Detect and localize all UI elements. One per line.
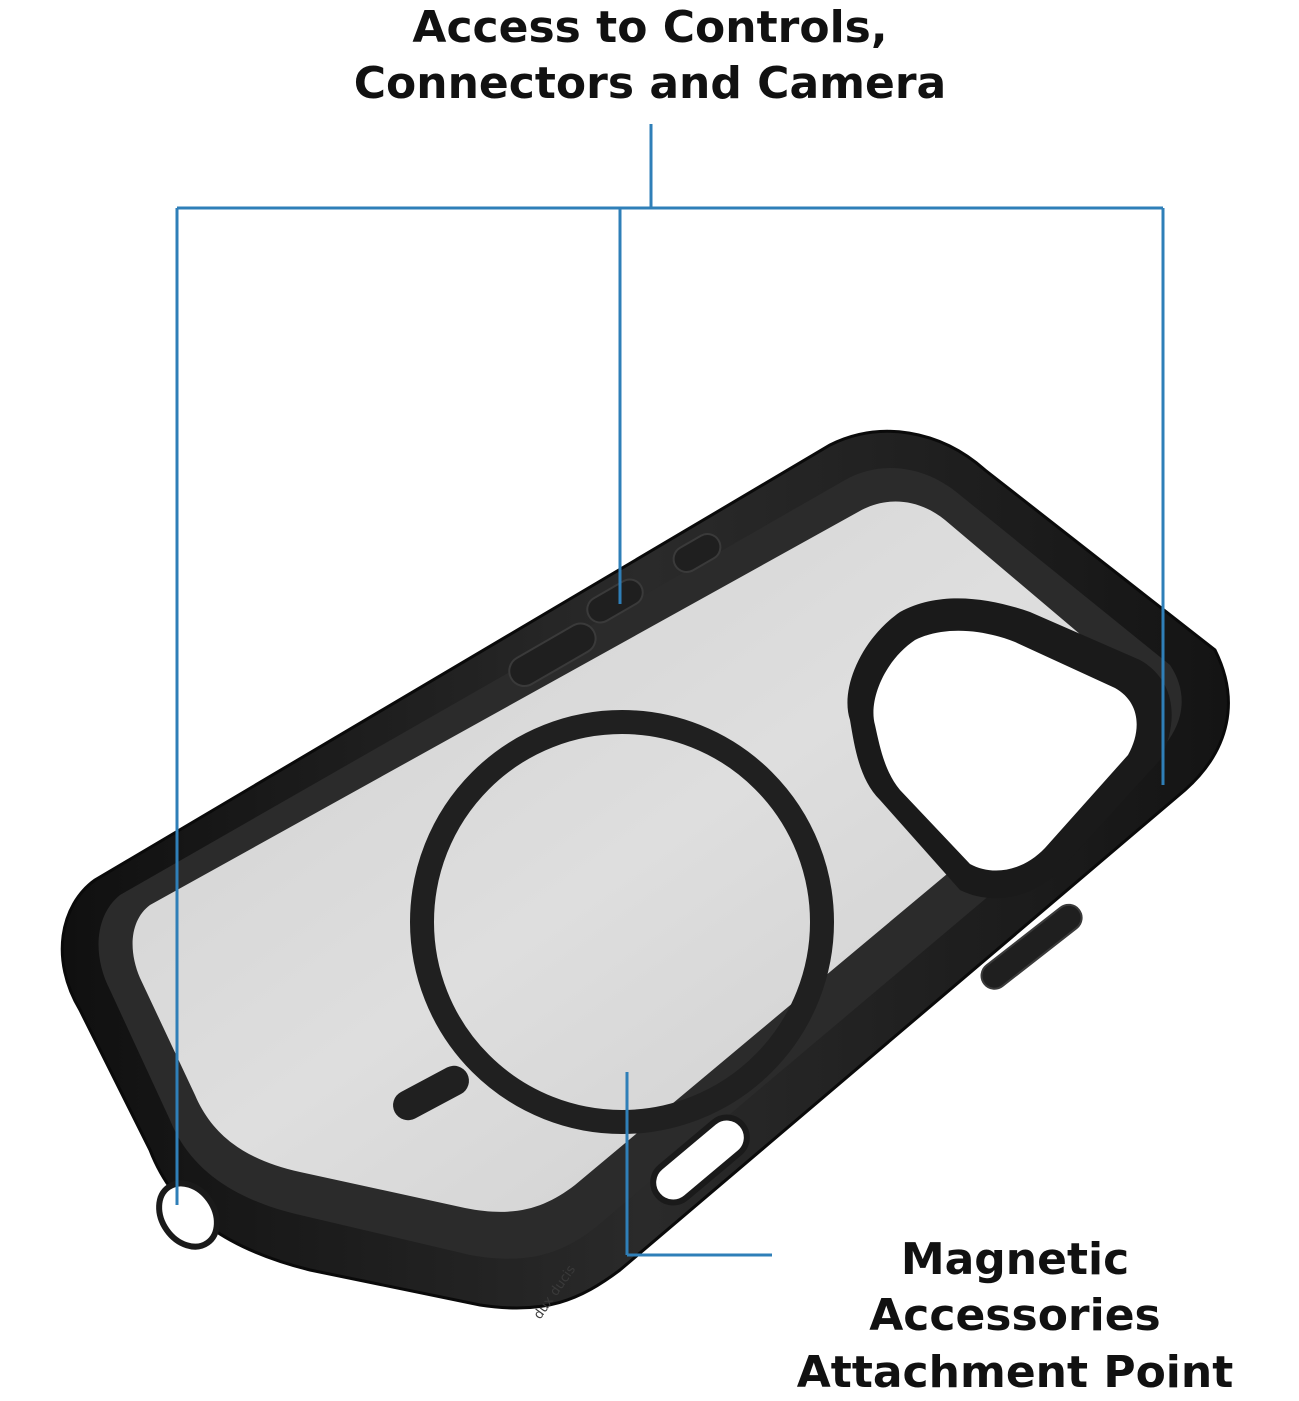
bottom-port-cutouts [156,1114,750,1250]
magnetic-callout-line-1: Magnetic [900,1234,1130,1285]
controls-callout-line-1: Access to Controls, [412,2,888,53]
magnetic-callout-line-3: Attachment Point [796,1346,1234,1398]
camera-cutout-icon [847,598,1172,899]
magnetic-callout-line-2: Accessories [869,1290,1161,1342]
magsafe-ring-icon [393,710,834,1134]
controls-callout-line-2: Connectors and Camera [353,58,947,110]
controls-leader-lines [175,124,1165,1205]
magnetic-callout-title: Magnetic Accessories Attachment Point [780,1232,1250,1401]
magnetic-leader-lines [625,1072,772,1257]
button-cutout-icon [508,533,1083,990]
controls-callout-title: Access to Controls, Connectors and Camer… [300,0,1000,113]
